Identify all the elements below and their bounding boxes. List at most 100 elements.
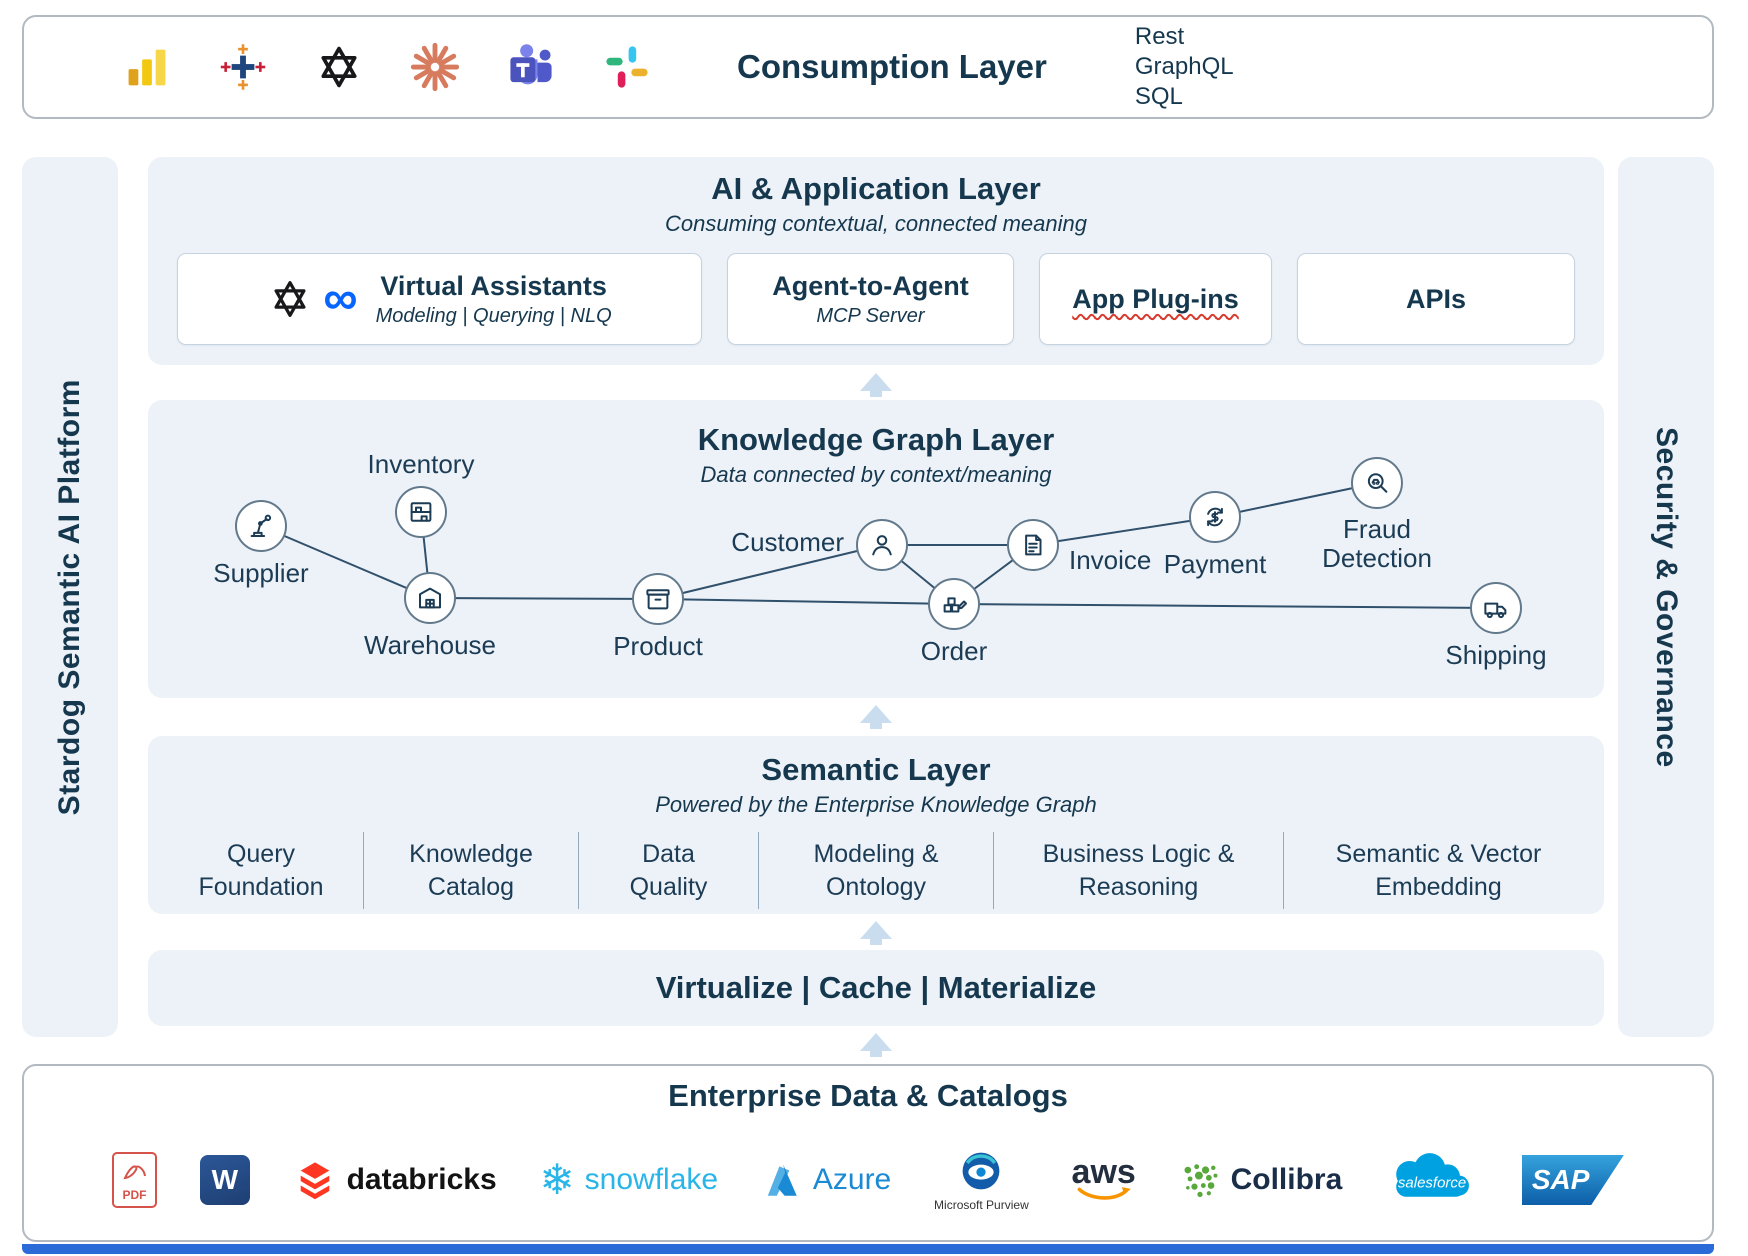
protocol-graphql: GraphQL	[1134, 53, 1234, 80]
semantic-layer-subtitle: Powered by the Enterprise Knowledge Grap…	[655, 792, 1097, 817]
invoice-icon	[1025, 534, 1042, 556]
aws-logo: aws	[1072, 1155, 1136, 1204]
collibra-logo: Collibra	[1179, 1159, 1343, 1201]
right-rail-label: Security & Governance	[1650, 426, 1683, 768]
fraud-detection-node-circle	[1351, 457, 1403, 509]
payment-node-circle	[1189, 491, 1241, 543]
claude-icon	[407, 39, 463, 95]
databricks-wordmark: databricks	[346, 1163, 497, 1196]
kg-node-label: Order	[920, 636, 988, 666]
salesforce-logo: salesforce	[1385, 1152, 1479, 1208]
azure-wordmark: Azure	[812, 1163, 892, 1196]
kg-node-label: Warehouse	[364, 630, 496, 660]
semantic-item-modeling-ontology: Modeling & Ontology	[758, 832, 993, 909]
kg-node-label: Product	[613, 631, 703, 661]
product-node-circle	[632, 573, 684, 625]
semantic-layer-title: Semantic Layer	[761, 752, 991, 787]
kg-node-label: Inventory	[367, 449, 475, 479]
pdf-icon: PDF	[112, 1152, 157, 1208]
kg-node-product: Product	[613, 573, 703, 661]
sap-logo: SAP	[1521, 1155, 1624, 1205]
ai-application-layer: AI & Application Layer Consuming context…	[148, 157, 1604, 365]
semantic-layer: Semantic Layer Powered by the Enterprise…	[148, 736, 1604, 914]
customer-node-circle	[856, 519, 908, 571]
semantic-item-semantic-vector-embedding: Semantic & Vector Embedding	[1283, 832, 1593, 909]
warehouse-node-circle	[404, 572, 456, 624]
agent-to-agent-subtitle: MCP Server	[816, 304, 925, 327]
shipping-node-circle	[1470, 582, 1522, 634]
ai-layer-subtitle: Consuming contextual, connected meaning	[665, 211, 1087, 236]
pdf-label: PDF	[122, 1188, 147, 1202]
kg-node-label: Invoice	[1069, 545, 1152, 575]
pdf-swirl-icon	[123, 1165, 146, 1180]
order-icon	[943, 597, 967, 613]
kg-node-customer: Customer	[731, 519, 908, 571]
purview-caption: Microsoft Purview	[934, 1198, 1029, 1212]
snowflake-logo: ❄ snowflake	[539, 1159, 718, 1201]
microsoft-purview-icon	[962, 1152, 1000, 1190]
consumption-layer-title: Consumption Layer	[737, 48, 1047, 85]
invoice-node-circle	[1007, 519, 1059, 571]
virtualize-bar-title: Virtualize | Cache | Materialize	[655, 970, 1097, 1005]
supplier-node-circle	[235, 500, 287, 552]
left-rail-label: Stardog Semantic AI Platform	[53, 378, 86, 816]
robot-arm-icon	[250, 514, 272, 537]
kg-layer-subtitle: Data connected by context/meaning	[700, 462, 1052, 487]
kg-node-label: Customer	[731, 527, 844, 557]
virtual-assistants-text: Virtual Assistants Modeling | Querying |…	[376, 271, 612, 328]
app-plugins-title: App Plug-ins	[1072, 283, 1239, 314]
semantic-item-query-foundation: Query Foundation	[198, 840, 324, 901]
aws-smile-icon	[1077, 1187, 1131, 1201]
sap-wordmark: SAP	[1531, 1164, 1590, 1195]
left-rail-stardog-platform: Stardog Semantic AI Platform	[22, 157, 118, 1037]
azure-logo: Azure	[761, 1159, 891, 1201]
collibra-wordmark: Collibra	[1230, 1163, 1343, 1196]
knowledge-graph-layer: Knowledge Graph Layer Data connected by …	[148, 400, 1604, 698]
agent-to-agent-card: Agent-to-Agent MCP Server	[727, 253, 1014, 345]
kg-node-label: Payment	[1163, 549, 1267, 579]
inventory-node-circle	[395, 486, 447, 538]
semantic-item-business-logic-reasoning: Business Logic & Reasoning	[993, 832, 1283, 909]
virtualize-cache-materialize-bar: Virtualize | Cache | Materialize	[148, 950, 1604, 1026]
kg-node-payment: Payment	[1164, 491, 1266, 579]
slack-icon	[599, 39, 655, 95]
app-plugins-card: App Plug-ins	[1039, 253, 1272, 345]
kg-node-label: Supplier	[213, 558, 309, 588]
pdf-logo: PDF	[112, 1152, 157, 1208]
up-arrow-semantic-to-kg	[860, 705, 892, 729]
kg-node-fraud-detection: Fraud Detection	[1322, 457, 1432, 573]
person-icon	[872, 535, 892, 556]
kg-node-label: Fraud Detection	[1322, 514, 1432, 574]
shelf-icon	[410, 502, 432, 522]
kg-node-shipping: Shipping	[1445, 582, 1547, 670]
databricks-icon	[300, 1162, 329, 1200]
semantic-item-knowledge-catalog: Knowledge Catalog	[363, 832, 578, 909]
virtual-assistants-title: Virtual Assistants	[380, 270, 607, 301]
agent-to-agent-text: Agent-to-Agent MCP Server	[772, 271, 968, 328]
openai-icon	[311, 39, 367, 95]
box-icon	[646, 589, 670, 610]
kg-layer-title: Knowledge Graph Layer	[697, 422, 1055, 457]
tableau-icon	[215, 39, 271, 95]
consumption-layer-bar: Consumption Layer Rest GraphQL SQL	[22, 15, 1714, 119]
openai-icon	[274, 281, 306, 317]
powerbi-icon	[119, 39, 175, 95]
right-rail-security-governance: Security & Governance	[1618, 157, 1714, 1037]
magnifier-icon	[1367, 473, 1388, 493]
bottom-accent-bar	[22, 1244, 1714, 1254]
azure-icon	[767, 1164, 797, 1196]
warehouse-icon	[419, 587, 441, 609]
kg-node-warehouse: Warehouse	[364, 572, 496, 660]
assistant-icons: ∞	[267, 275, 358, 323]
salesforce-wordmark: salesforce	[1397, 1174, 1467, 1192]
data-logos-row: PDF W databricks ❄ snowflake	[24, 1132, 1712, 1228]
truck-icon	[1484, 602, 1507, 619]
order-node-circle	[928, 578, 980, 630]
protocol-list: Rest GraphQL SQL	[1135, 22, 1234, 112]
protocol-rest: Rest	[1134, 23, 1185, 50]
kg-node-inventory: Inventory	[368, 449, 474, 538]
virtual-assistants-card: ∞ Virtual Assistants Modeling | Querying…	[177, 253, 702, 345]
ai-cards-row: ∞ Virtual Assistants Modeling | Querying…	[148, 253, 1604, 345]
up-arrow-data-to-virtualize	[860, 1033, 892, 1057]
